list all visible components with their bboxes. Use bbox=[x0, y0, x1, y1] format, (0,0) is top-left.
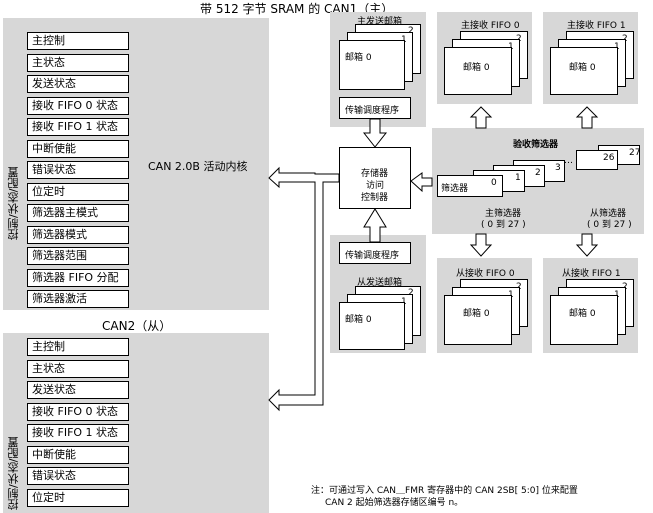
master-fifo1-mailbox-0-label: 邮箱 0 bbox=[569, 63, 596, 73]
master-tx-title: 主发送邮箱 bbox=[357, 17, 403, 27]
can2-title: CAN2（从） bbox=[102, 319, 172, 333]
master-fifo1-title: 主接收 FIFO 1 bbox=[567, 21, 626, 31]
register-row: 主状态 bbox=[27, 359, 129, 378]
filter-0-label: 筛选器 bbox=[441, 184, 469, 194]
slave-fifo0-mailbox-0-label: 邮箱 0 bbox=[463, 309, 490, 319]
slave-fifo0-title: 从接收 FIFO 0 bbox=[456, 269, 515, 279]
master-tx-mailbox-2-num: 2 bbox=[408, 26, 414, 36]
slave-filter-label: 从筛选器 bbox=[590, 209, 627, 219]
filter-27-num: 27 bbox=[629, 148, 641, 158]
controller-line1: 存储器 bbox=[361, 169, 389, 179]
register-row: 接收 FIFO 1 状态 bbox=[27, 118, 129, 136]
note-line-2: CAN 2 起始筛选器存储区编号 n。 bbox=[325, 498, 464, 508]
master-fifo1-mailbox-0 bbox=[550, 47, 618, 95]
register-row: 错误状态 bbox=[27, 161, 129, 179]
slave-fifo1-mailbox-0 bbox=[550, 295, 618, 345]
master-tx-mailbox-0-label: 邮箱 0 bbox=[345, 53, 372, 63]
register-row: 主状态 bbox=[27, 53, 129, 72]
register-row: 位定时 bbox=[27, 488, 129, 507]
register-row: 主控制 bbox=[27, 32, 129, 50]
register-row: 接收 FIFO 1 状态 bbox=[27, 424, 129, 442]
master-filter-range: ( 0 到 27 ) bbox=[481, 220, 526, 230]
register-row: 筛选器模式 bbox=[27, 225, 129, 244]
register-row: 主控制 bbox=[27, 338, 129, 356]
can2-core-panel bbox=[136, 333, 269, 513]
slave-fifo1-mailbox-0-label: 邮箱 0 bbox=[569, 309, 596, 319]
master-fifo0-mailbox-0-label: 邮箱 0 bbox=[463, 63, 490, 73]
master-tx-scheduler-label: 传输调度程序 bbox=[345, 106, 400, 116]
register-row: 错误状态 bbox=[27, 467, 129, 485]
slave-tx-title: 从发送邮箱 bbox=[357, 278, 403, 288]
master-fifo0-up-arrow bbox=[469, 106, 493, 129]
filter-ellipsis: … bbox=[564, 156, 573, 166]
register-row: 筛选器 FIFO 分配 bbox=[27, 268, 129, 287]
master-sched-down-arrow bbox=[362, 118, 388, 148]
slave-fifo0-down-arrow bbox=[469, 233, 493, 257]
filter-title: 验收筛选器 bbox=[513, 140, 559, 150]
slave-tx-scheduler-label: 传输调度程序 bbox=[345, 251, 400, 261]
slave-fifo0-mailbox-0 bbox=[444, 295, 512, 345]
register-row: 接收 FIFO 0 状态 bbox=[27, 96, 129, 115]
filter-0-num: 0 bbox=[491, 178, 497, 188]
controller-filter-arrow bbox=[410, 172, 433, 193]
register-row: 接收 FIFO 0 状态 bbox=[27, 402, 129, 421]
filter-3-num: 3 bbox=[555, 163, 561, 173]
filter-2-num: 2 bbox=[535, 168, 541, 178]
can1-core-panel bbox=[136, 18, 269, 310]
filter-1-num: 1 bbox=[515, 173, 521, 183]
slave-tx-mailbox-0 bbox=[339, 302, 405, 350]
master-fifo1-up-arrow bbox=[575, 106, 599, 129]
slave-fifo1-title: 从接收 FIFO 1 bbox=[562, 269, 621, 279]
can1-core-label: CAN 2.0B 活动内核 bbox=[148, 160, 248, 173]
filter-0 bbox=[437, 175, 503, 197]
can-bus-arrow bbox=[268, 166, 340, 412]
register-row: 筛选器范围 bbox=[27, 247, 129, 265]
register-row: 中断使能 bbox=[27, 139, 129, 158]
register-row: 发送状态 bbox=[27, 381, 129, 399]
slave-tx-mailbox-2-num: 2 bbox=[408, 288, 414, 298]
slave-fifo1-down-arrow bbox=[575, 233, 599, 257]
slave-sched-up-arrow bbox=[363, 208, 387, 243]
master-tx-mailbox-0 bbox=[339, 40, 405, 90]
register-row: 中断使能 bbox=[27, 445, 129, 464]
slave-tx-mailbox-0-label: 邮箱 0 bbox=[345, 315, 372, 325]
slave-filter-range: ( 0 到 27 ) bbox=[587, 220, 632, 230]
register-row: 筛选器主模式 bbox=[27, 204, 129, 222]
register-row: 位定时 bbox=[27, 182, 129, 201]
filter-26 bbox=[576, 150, 618, 170]
register-row: 发送状态 bbox=[27, 75, 129, 93]
controller-line2: 访问 bbox=[366, 181, 385, 191]
master-fifo0-title: 主接收 FIFO 0 bbox=[461, 21, 520, 31]
master-fifo0-mailbox-0 bbox=[444, 47, 512, 95]
note-line-1: 注：可通过写入 CAN＿FMR 寄存器中的 CAN 2SB[ 5:0] 位来配置 bbox=[311, 486, 578, 496]
register-row: 筛选器激活 bbox=[27, 290, 129, 308]
master-filter-label: 主筛选器 bbox=[485, 209, 522, 219]
filter-26-num: 26 bbox=[603, 153, 615, 163]
controller-line3: 控制器 bbox=[361, 193, 389, 203]
